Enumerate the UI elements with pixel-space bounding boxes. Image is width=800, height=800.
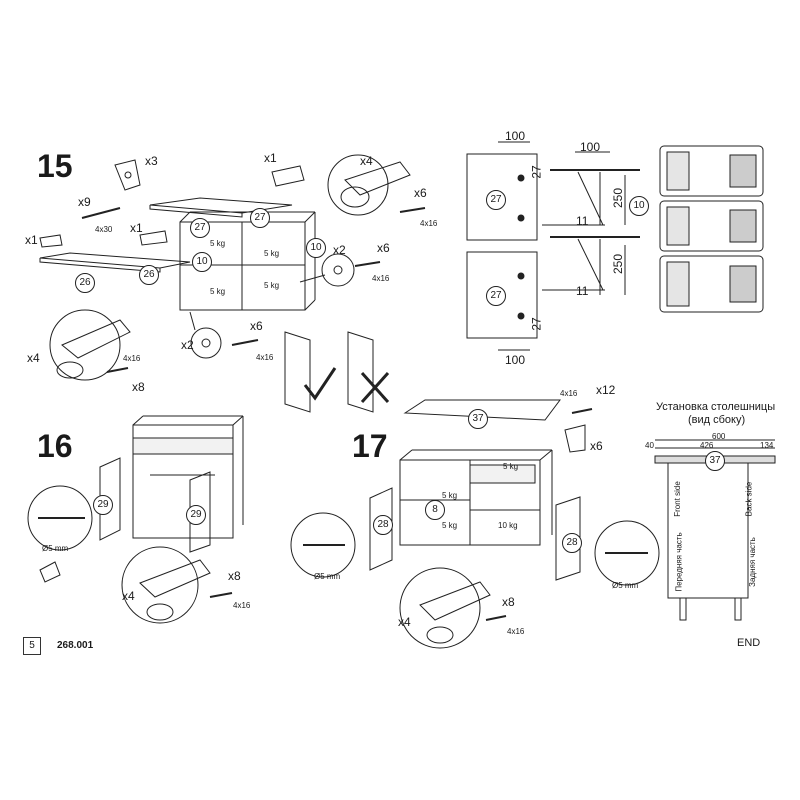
weight-label: 5 kg bbox=[210, 239, 226, 248]
illustration-panel bbox=[659, 200, 764, 252]
part-number: 26 bbox=[75, 273, 95, 293]
dimension-label: 27 bbox=[529, 165, 544, 179]
part-number: 27 bbox=[190, 218, 210, 238]
quantity-label: x2 bbox=[333, 243, 346, 257]
weight-label: 5 kg bbox=[264, 281, 280, 290]
quantity-label: x3 bbox=[145, 154, 158, 168]
quantity-label: x4 bbox=[27, 351, 40, 365]
quantity-label: x4 bbox=[122, 589, 135, 603]
weight-label: 5 kg bbox=[264, 249, 280, 258]
quantity-label: x4 bbox=[360, 154, 373, 168]
quantity-label: x6 bbox=[590, 439, 603, 453]
end-label: END bbox=[737, 637, 761, 649]
cabinet-17 bbox=[399, 449, 553, 546]
worktop-subtitle: (вид сбоку) bbox=[688, 414, 746, 426]
weight-label: 5 kg bbox=[442, 491, 458, 500]
quantity-label: x6 bbox=[250, 319, 263, 333]
illustration-panel bbox=[659, 255, 764, 313]
screw-size-label: 4x16 bbox=[256, 353, 274, 362]
hinge-detail-circle bbox=[327, 154, 389, 216]
quantity-label: x6 bbox=[377, 241, 390, 255]
cabinet-16 bbox=[132, 415, 244, 539]
dimension-label: 100 bbox=[505, 129, 526, 143]
door-right-16 bbox=[189, 471, 211, 553]
part-number: 29 bbox=[93, 495, 113, 515]
part-number: 8 bbox=[425, 500, 445, 520]
quantity-label: x2 bbox=[181, 338, 194, 352]
side-label: Front side bbox=[672, 481, 682, 517]
dimension-label: 134 bbox=[760, 441, 774, 450]
worktop-title: Установка столешницы bbox=[656, 401, 776, 413]
step-number: 15 bbox=[37, 148, 73, 184]
door-right-17 bbox=[555, 496, 581, 581]
quantity-label: x9 bbox=[78, 195, 91, 209]
quantity-label: x4 bbox=[398, 615, 411, 629]
screw-size-label: 4x16 bbox=[233, 601, 251, 610]
part-number: 10 bbox=[192, 252, 212, 272]
step-number: 17 bbox=[352, 428, 388, 464]
door-template-top bbox=[466, 153, 538, 241]
weight-label: 10 kg bbox=[498, 521, 518, 530]
screw-size-label: 4x30 bbox=[95, 225, 113, 234]
product-code: 268.001 bbox=[57, 640, 94, 651]
doors-bottom-15 bbox=[39, 252, 191, 273]
dimension-label: 100 bbox=[505, 353, 526, 367]
door-template-bottom bbox=[466, 251, 538, 339]
screw-size-label: 4x16 bbox=[420, 219, 438, 228]
dimension-label: 11 bbox=[576, 284, 589, 298]
part-number: 37 bbox=[468, 409, 488, 429]
side-label: Передняя часть bbox=[674, 532, 684, 592]
dimension-label: 100 bbox=[580, 140, 601, 154]
screw-size-label: 4x16 bbox=[372, 274, 390, 283]
quantity-label: x8 bbox=[502, 595, 515, 609]
screw-size-label: 4x16 bbox=[507, 627, 525, 636]
dimension-label: 27 bbox=[529, 317, 544, 331]
quantity-label: x8 bbox=[228, 569, 241, 583]
step-number: 16 bbox=[37, 428, 73, 464]
doors-top-15 bbox=[149, 197, 293, 218]
illustration-panel bbox=[659, 145, 764, 197]
weight-label: 5 kg bbox=[503, 462, 519, 471]
weight-label: 5 kg bbox=[442, 521, 458, 530]
part-number: 10 bbox=[629, 196, 649, 216]
correct-install-example bbox=[284, 331, 337, 413]
part-number: 37 bbox=[705, 451, 725, 471]
dimension-label: 40 bbox=[645, 441, 654, 450]
quantity-label: x6 bbox=[414, 186, 427, 200]
wrong-install-example bbox=[347, 331, 390, 413]
door-left-17 bbox=[369, 487, 393, 571]
dimension-label: 600 bbox=[712, 432, 726, 441]
quantity-label: x12 bbox=[596, 383, 616, 397]
part-number: 29 bbox=[186, 505, 206, 525]
part-number: 28 bbox=[373, 515, 393, 535]
dimension-label: 250 bbox=[611, 187, 626, 209]
door-left-16 bbox=[99, 457, 121, 541]
part-number: 26 bbox=[139, 265, 159, 285]
dimension-label: 426 bbox=[700, 441, 714, 450]
dimension-label: 250 bbox=[611, 253, 626, 275]
part-number: 28 bbox=[562, 533, 582, 553]
quantity-label: x8 bbox=[132, 380, 145, 394]
side-label: Задняя часть bbox=[747, 537, 757, 587]
weight-label: 5 kg bbox=[210, 287, 226, 296]
worktop-37 bbox=[403, 399, 561, 421]
drill-size-label: Ø5 mm bbox=[42, 544, 69, 553]
drill-size-label: Ø5 mm bbox=[612, 581, 639, 590]
side-label: Back side bbox=[744, 481, 754, 517]
quantity-label: x1 bbox=[25, 233, 38, 247]
dimension-label: 11 bbox=[576, 214, 589, 228]
screw-size-label: 4x16 bbox=[560, 389, 578, 398]
quantity-label: x1 bbox=[264, 151, 277, 165]
hinge-detail-circle bbox=[49, 309, 121, 381]
page-number: 5 bbox=[23, 637, 41, 655]
part-number: 27 bbox=[486, 286, 506, 306]
drill-size-label: Ø5 mm bbox=[314, 572, 341, 581]
screw-size-label: 4x16 bbox=[123, 354, 141, 363]
quantity-label: x1 bbox=[130, 221, 143, 235]
part-number: 10 bbox=[306, 238, 326, 258]
part-number: 27 bbox=[250, 208, 270, 228]
part-number: 27 bbox=[486, 190, 506, 210]
